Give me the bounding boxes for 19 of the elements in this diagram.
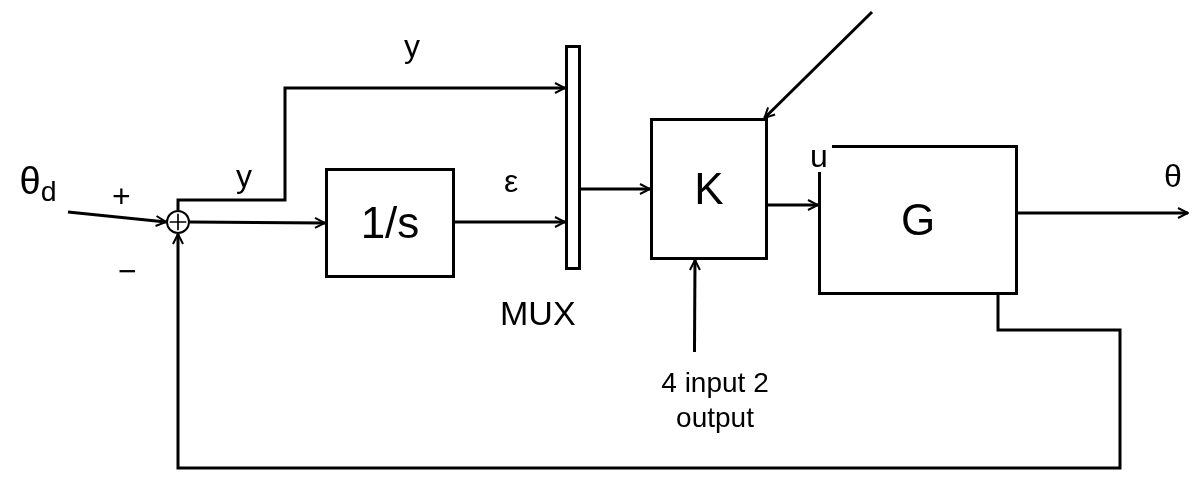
text-label: 4 input 2 output <box>650 352 780 448</box>
block-box: K <box>650 118 768 260</box>
arrow <box>67 210 167 227</box>
arrow <box>768 199 819 211</box>
block-caption: MUX <box>500 293 576 334</box>
arrow <box>1018 207 1189 219</box>
mux-bar <box>565 45 581 270</box>
arrow <box>455 216 566 228</box>
block-box: 1/s <box>325 168 455 278</box>
summing-junction <box>166 210 190 234</box>
text-label: θ$_{d}$ <box>8 150 68 212</box>
arrow <box>581 183 651 195</box>
arrow <box>763 10 874 120</box>
sign-label: + <box>112 180 131 212</box>
arrow <box>688 259 701 352</box>
arrow <box>190 216 326 229</box>
sign-label: − <box>118 255 137 287</box>
arrow <box>176 82 566 210</box>
arrow <box>172 233 1122 470</box>
